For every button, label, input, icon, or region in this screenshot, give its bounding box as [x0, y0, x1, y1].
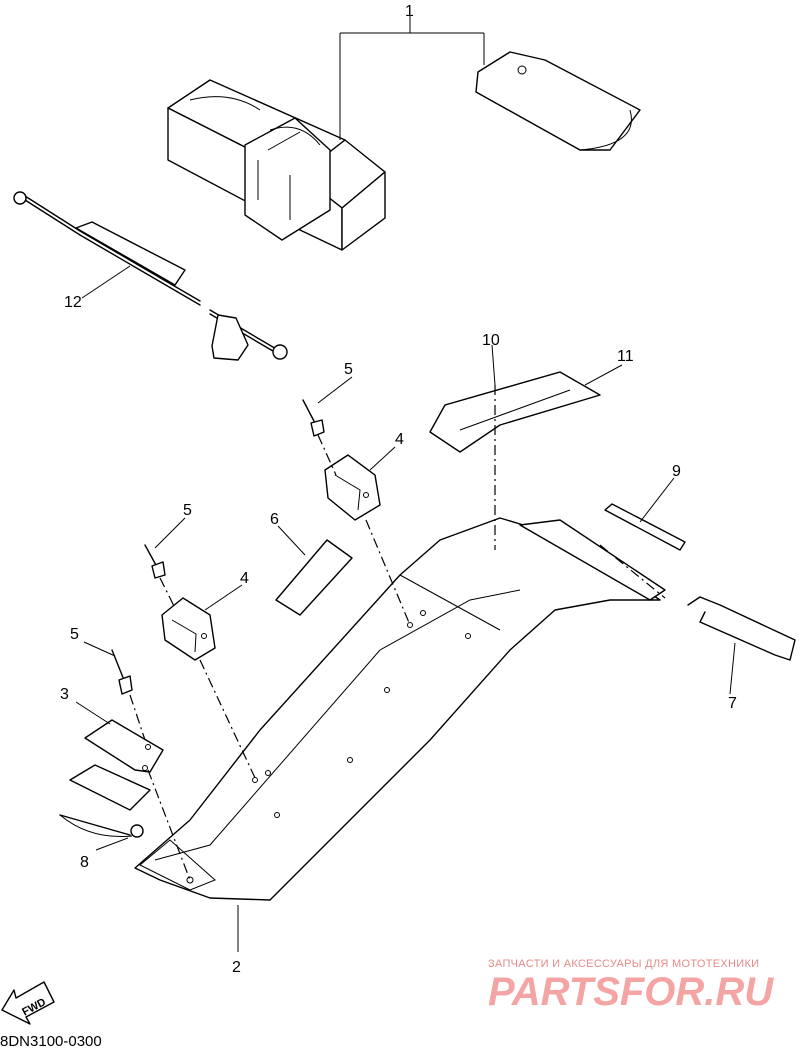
screw-5-upper [302, 399, 325, 437]
callout-1-leader [339, 15, 485, 140]
watermark-brand: PARTSFOR.RU [488, 970, 774, 1014]
pad-9 [604, 503, 686, 551]
hook-7 [687, 596, 796, 661]
callout-6: 6 [270, 511, 279, 528]
watermark: ЗАПЧАСТИ И АКСЕССУАРЫ ДЛЯ МОТОТЕХНИКИ PA… [488, 958, 788, 1013]
screw-5-lower [111, 649, 133, 695]
sticker-10-11 [429, 371, 601, 453]
screw-5-middle [144, 544, 166, 579]
callout-7: 7 [728, 695, 737, 712]
callout-10: 10 [482, 332, 500, 349]
clip-4-lower [161, 597, 216, 661]
callout-2: 2 [232, 959, 241, 976]
callout-5-upper: 5 [344, 361, 353, 378]
callout-3: 3 [60, 686, 69, 703]
pin-8 [59, 814, 144, 838]
clip-4-upper [324, 454, 381, 521]
callout-4-lower: 4 [240, 570, 249, 587]
callout-12: 12 [64, 294, 82, 311]
leader-lines [75, 265, 736, 952]
callout-1: 1 [405, 3, 414, 20]
rear-fender [134, 517, 666, 901]
seat-lock-cable [13, 191, 288, 361]
callout-5-middle: 5 [183, 502, 192, 519]
callout-11: 11 [617, 348, 634, 365]
bracket-3 [69, 719, 164, 811]
callout-9: 9 [672, 463, 681, 480]
tool-bag [167, 79, 386, 251]
tool-pouch [475, 51, 641, 151]
diagram-code: 8DN3100-0300 [0, 1033, 102, 1050]
callout-5-lower: 5 [70, 626, 79, 643]
callout-8: 8 [80, 854, 89, 871]
assembly-lines [129, 385, 666, 881]
fwd-arrow-icon: FWD [1, 981, 55, 1025]
callout-labels: 1 12 10 11 5 4 9 5 6 4 5 3 7 8 2 [60, 3, 737, 976]
callout-4-upper: 4 [395, 431, 404, 448]
watermark-tagline: ЗАПЧАСТИ И АКСЕССУАРЫ ДЛЯ МОТОТЕХНИКИ [488, 958, 760, 970]
sticker-6 [275, 539, 353, 616]
